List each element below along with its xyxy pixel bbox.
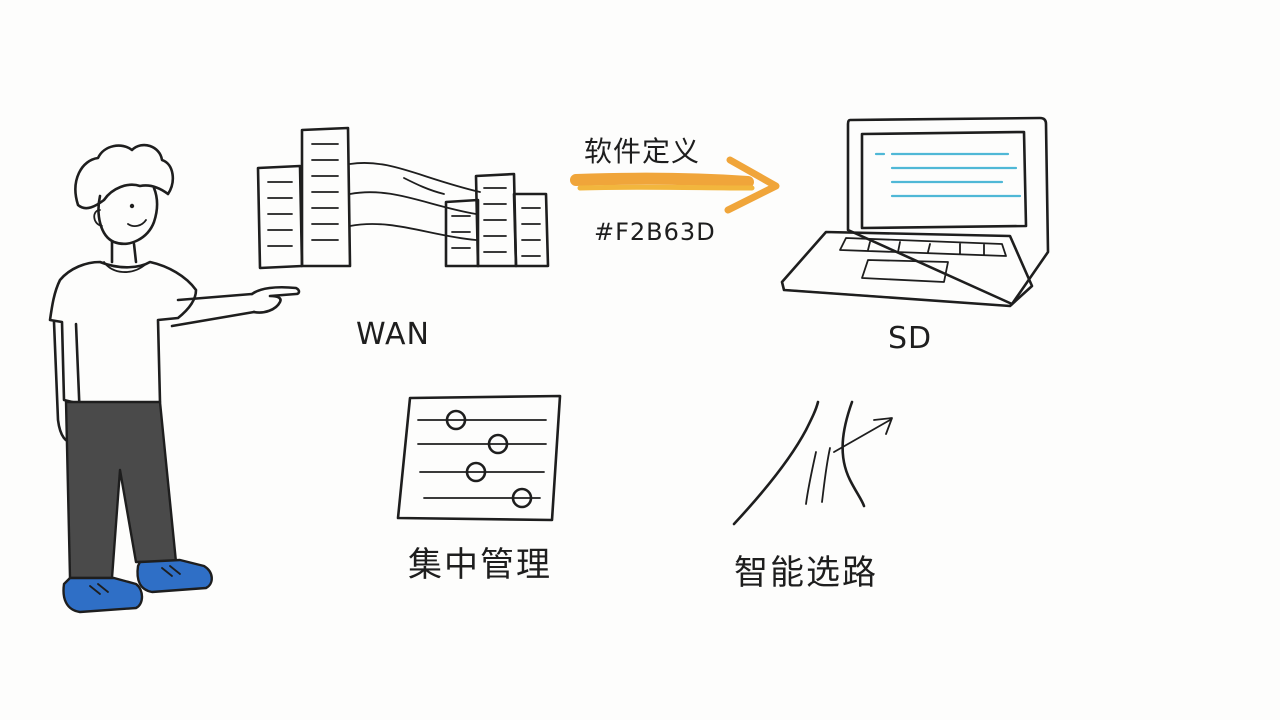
person-hair — [74, 143, 175, 210]
building-tall — [300, 126, 352, 268]
building-right-tall-windows — [483, 187, 507, 253]
building-right-small-windows — [451, 215, 471, 249]
road-lane-2 — [821, 447, 831, 503]
presenter-icon — [48, 143, 301, 614]
network-link-1 — [349, 162, 481, 193]
person-eye — [129, 203, 135, 209]
panel-knob-4 — [511, 487, 533, 509]
person-collar — [103, 261, 147, 273]
arrow-right-icon — [570, 156, 780, 214]
buildings-network-icon — [256, 126, 550, 270]
software-defined-label: 软件定义 — [584, 135, 701, 168]
laptop-lid — [846, 116, 1050, 306]
panel-knob-2 — [487, 433, 509, 455]
laptop-touchpad — [861, 259, 949, 283]
building-left-windows — [267, 181, 293, 247]
wan-label: WAN — [356, 317, 430, 352]
road-fork-icon — [732, 400, 893, 526]
sliders-panel-icon — [396, 394, 562, 522]
laptop-keyboard — [839, 237, 1007, 257]
network-link-3 — [349, 223, 477, 241]
arrow-head — [724, 156, 780, 214]
person-pants — [64, 400, 178, 580]
person-smile — [127, 219, 147, 227]
building-tall-windows — [311, 143, 339, 241]
building-right-far — [512, 192, 550, 268]
panel-frame — [396, 394, 562, 522]
person-right-shoe — [136, 558, 213, 594]
accent-color-label: #F2B63D — [594, 218, 716, 246]
road-right-edge — [841, 400, 866, 508]
centralized-management-label: 集中管理 — [408, 545, 552, 585]
network-link-4 — [403, 177, 445, 195]
person-face — [97, 186, 159, 245]
panel-knob-1 — [445, 409, 467, 431]
person-shirt — [48, 260, 198, 410]
panel-lines — [417, 419, 547, 499]
panel-knob-3 — [465, 461, 487, 483]
person-shoe-laces — [89, 565, 181, 595]
road-branch-arrow — [833, 417, 893, 453]
laptop-screen-text — [874, 152, 1022, 198]
laptop-icon — [780, 116, 1050, 308]
smart-routing-label: 智能选路 — [734, 553, 878, 593]
road-lane-1 — [805, 451, 817, 505]
arrow-shaft — [570, 172, 754, 188]
person-ear — [93, 209, 103, 227]
building-right-far-windows — [521, 207, 541, 257]
laptop-front-edge — [785, 289, 1011, 307]
network-link-2 — [349, 191, 477, 215]
person-neck — [110, 240, 138, 264]
person-hand — [250, 285, 301, 314]
laptop-screen — [860, 130, 1028, 230]
road-left-edge — [732, 400, 820, 526]
person-arm — [170, 292, 256, 328]
person-left-shoe — [62, 576, 144, 614]
building-right-small — [444, 198, 480, 268]
sd-label: SD — [888, 321, 933, 356]
arrow-shaft-highlight — [577, 184, 755, 191]
